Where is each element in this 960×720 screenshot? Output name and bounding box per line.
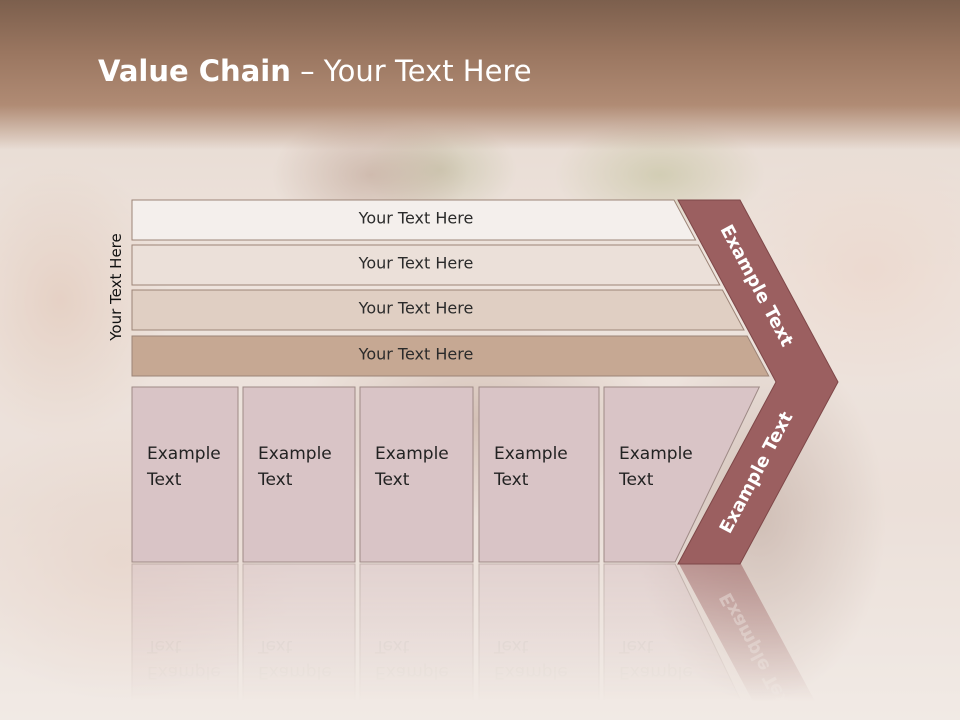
reflection-box-2-text-1: Example [258,662,332,682]
reflection-box-1 [131,563,239,720]
slide-title: Value Chain – Your Text Here [98,54,532,88]
reflection-box-5-text-1: Example [619,662,693,682]
activity-box-3-text-1: Example [375,444,449,464]
reflection-box-5-text-2: Text [618,636,654,656]
reflection-box-1-text-2: Text [146,636,182,656]
activity-box-1-text-2: Text [146,470,182,490]
bar-label-4: Your Text Here [358,345,474,364]
reflection-chevron [678,562,826,720]
activity-box-4-text-2: Text [493,470,529,490]
title-rest: – Your Text Here [290,54,532,88]
activity-box-2 [242,386,356,563]
activity-box-3-text-2: Text [374,470,410,490]
title-bold: Value Chain [98,54,291,88]
reflection-box-2-text-2: Text [257,636,293,656]
title-band [0,0,960,150]
activity-box-2-text-2: Text [257,470,293,490]
bar-label-3: Your Text Here [358,299,474,318]
activity-box-1-text-1: Example [147,444,221,464]
reflection-box-4-text-1: Example [494,662,568,682]
reflection-box-4-text-2: Text [493,636,529,656]
reflection-box-1-text-1: Example [147,662,221,682]
bar-1 [131,199,697,241]
activity-box-2-text-1: Example [258,444,332,464]
activity-box-5-text-1: Example [619,444,693,464]
bar-label-1: Your Text Here [358,209,474,228]
activity-box-4 [478,386,600,563]
activity-box-4-text-1: Example [494,444,568,464]
chevron-arrow [677,199,839,565]
reflection-box-3-text-1: Example [375,662,449,682]
bar-3 [131,289,745,331]
activity-box-5-text-2: Text [618,470,654,490]
bar-4 [131,335,770,377]
activity-box-3 [359,386,474,563]
bar-label-2: Your Text Here [358,254,474,273]
reflection-box-3-text-2: Text [374,636,410,656]
activity-box-1 [131,386,239,563]
reflection-box-5 [603,563,751,720]
bar-2 [131,244,721,286]
chevron-group: Example Text Example Text [677,199,839,565]
reflection-box-3 [359,563,474,720]
reflection-box-4 [478,563,600,720]
reflection-box-2 [242,563,356,720]
activity-box-5 [603,386,761,563]
